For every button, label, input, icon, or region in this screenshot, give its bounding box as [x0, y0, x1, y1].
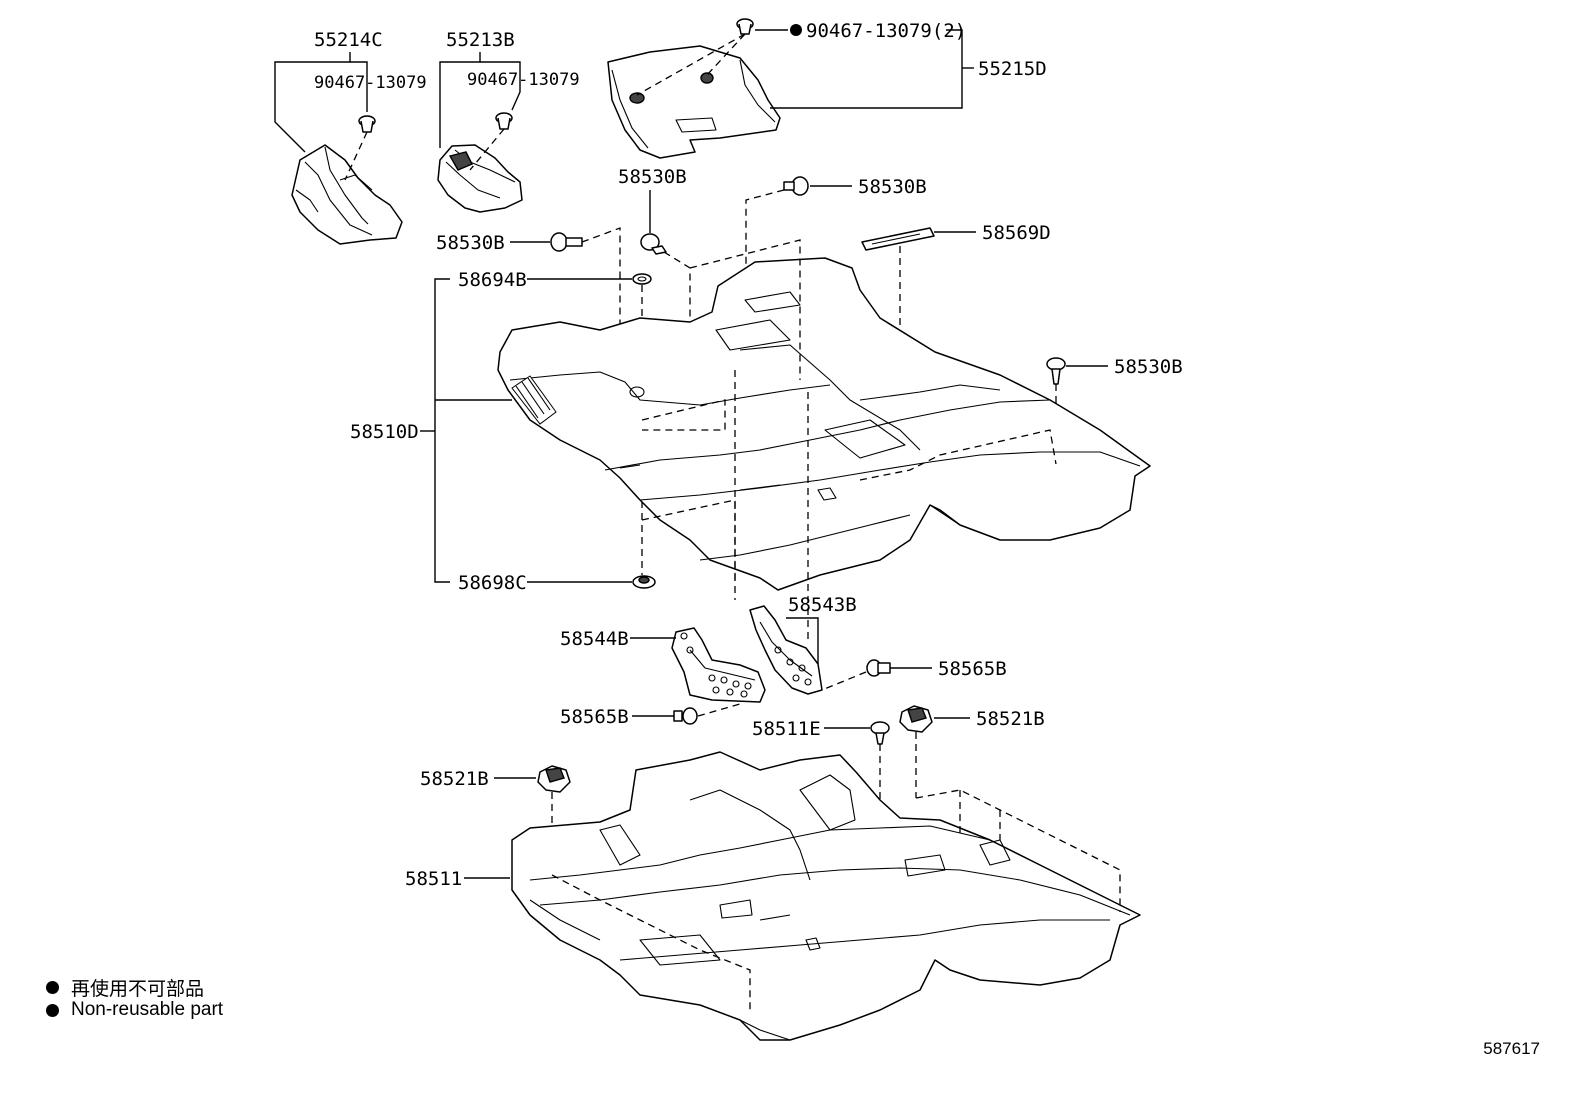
carpet-58510D: [497, 257, 1151, 591]
label-58530B-left: 58530B: [436, 232, 505, 254]
label-90467-13079-2: 90467-13079(2): [806, 20, 966, 42]
label-58543B: 58543B: [788, 594, 857, 616]
non-reusable-bullet-icon: [46, 981, 59, 994]
clip-58521B-right: [899, 705, 933, 733]
label-58569D: 58569D: [982, 222, 1051, 244]
clip-58521B-left: [537, 765, 571, 793]
label-90467-13079-a: 90467-13079: [314, 73, 427, 93]
label-58530B-right: 58530B: [1114, 356, 1183, 378]
grommet-58694B: [632, 273, 652, 285]
reference-number: 587617: [1483, 1039, 1540, 1058]
label-58530B-upper-right: 58530B: [858, 176, 927, 198]
label-90467-13079-b: 90467-13079: [467, 70, 580, 90]
label-58694B: 58694B: [458, 269, 527, 291]
label-58565B-left: 58565B: [560, 706, 629, 728]
legend-english-text: Non-reusable part: [71, 999, 224, 1020]
non-reusable-bullet-icon: [46, 1003, 59, 1017]
label-58565B-right: 58565B: [938, 658, 1007, 680]
bolt-58530B-upper-right: [783, 176, 809, 196]
clip-90467-a: [358, 115, 376, 133]
part-58569D: [861, 227, 935, 251]
part-55213B: [437, 144, 523, 213]
label-55213B: 55213B: [446, 29, 515, 51]
grommet-58698C: [632, 575, 656, 589]
part-58543B: [749, 605, 823, 695]
label-58521B-right: 58521B: [976, 708, 1045, 730]
label-58511E: 58511E: [752, 718, 821, 740]
legend-japanese-text: 再使用不可部品: [71, 979, 205, 1000]
clip-90467-b: [495, 112, 513, 130]
clip-58511E: [870, 721, 890, 745]
clip-58565B-right: [866, 659, 891, 677]
part-58544B: [671, 627, 766, 703]
label-58698C: 58698C: [458, 572, 527, 594]
clip-58565B-left: [673, 707, 698, 725]
legend-english: Non-reusable part: [46, 999, 223, 1021]
part-55214C: [291, 144, 403, 245]
bolt-58530B-left: [550, 232, 583, 252]
label-58521B-left: 58521B: [420, 768, 489, 790]
part-55215D: [607, 45, 781, 159]
carpet-58511: [511, 751, 1141, 1041]
label-58544B: 58544B: [560, 628, 629, 650]
label-55215D: 55215D: [978, 58, 1047, 80]
bolt-58530B-center: [640, 233, 667, 255]
label-55214C: 55214C: [314, 29, 383, 51]
label-58530B-center: 58530B: [618, 166, 687, 188]
label-58510D: 58510D: [350, 421, 419, 443]
label-58511: 58511: [405, 868, 462, 890]
legend-japanese: 再使用不可部品: [46, 974, 204, 1001]
bolt-58530B-right: [1046, 357, 1066, 385]
non-reusable-marker: [790, 24, 802, 36]
clip-90467-c: [736, 18, 754, 35]
